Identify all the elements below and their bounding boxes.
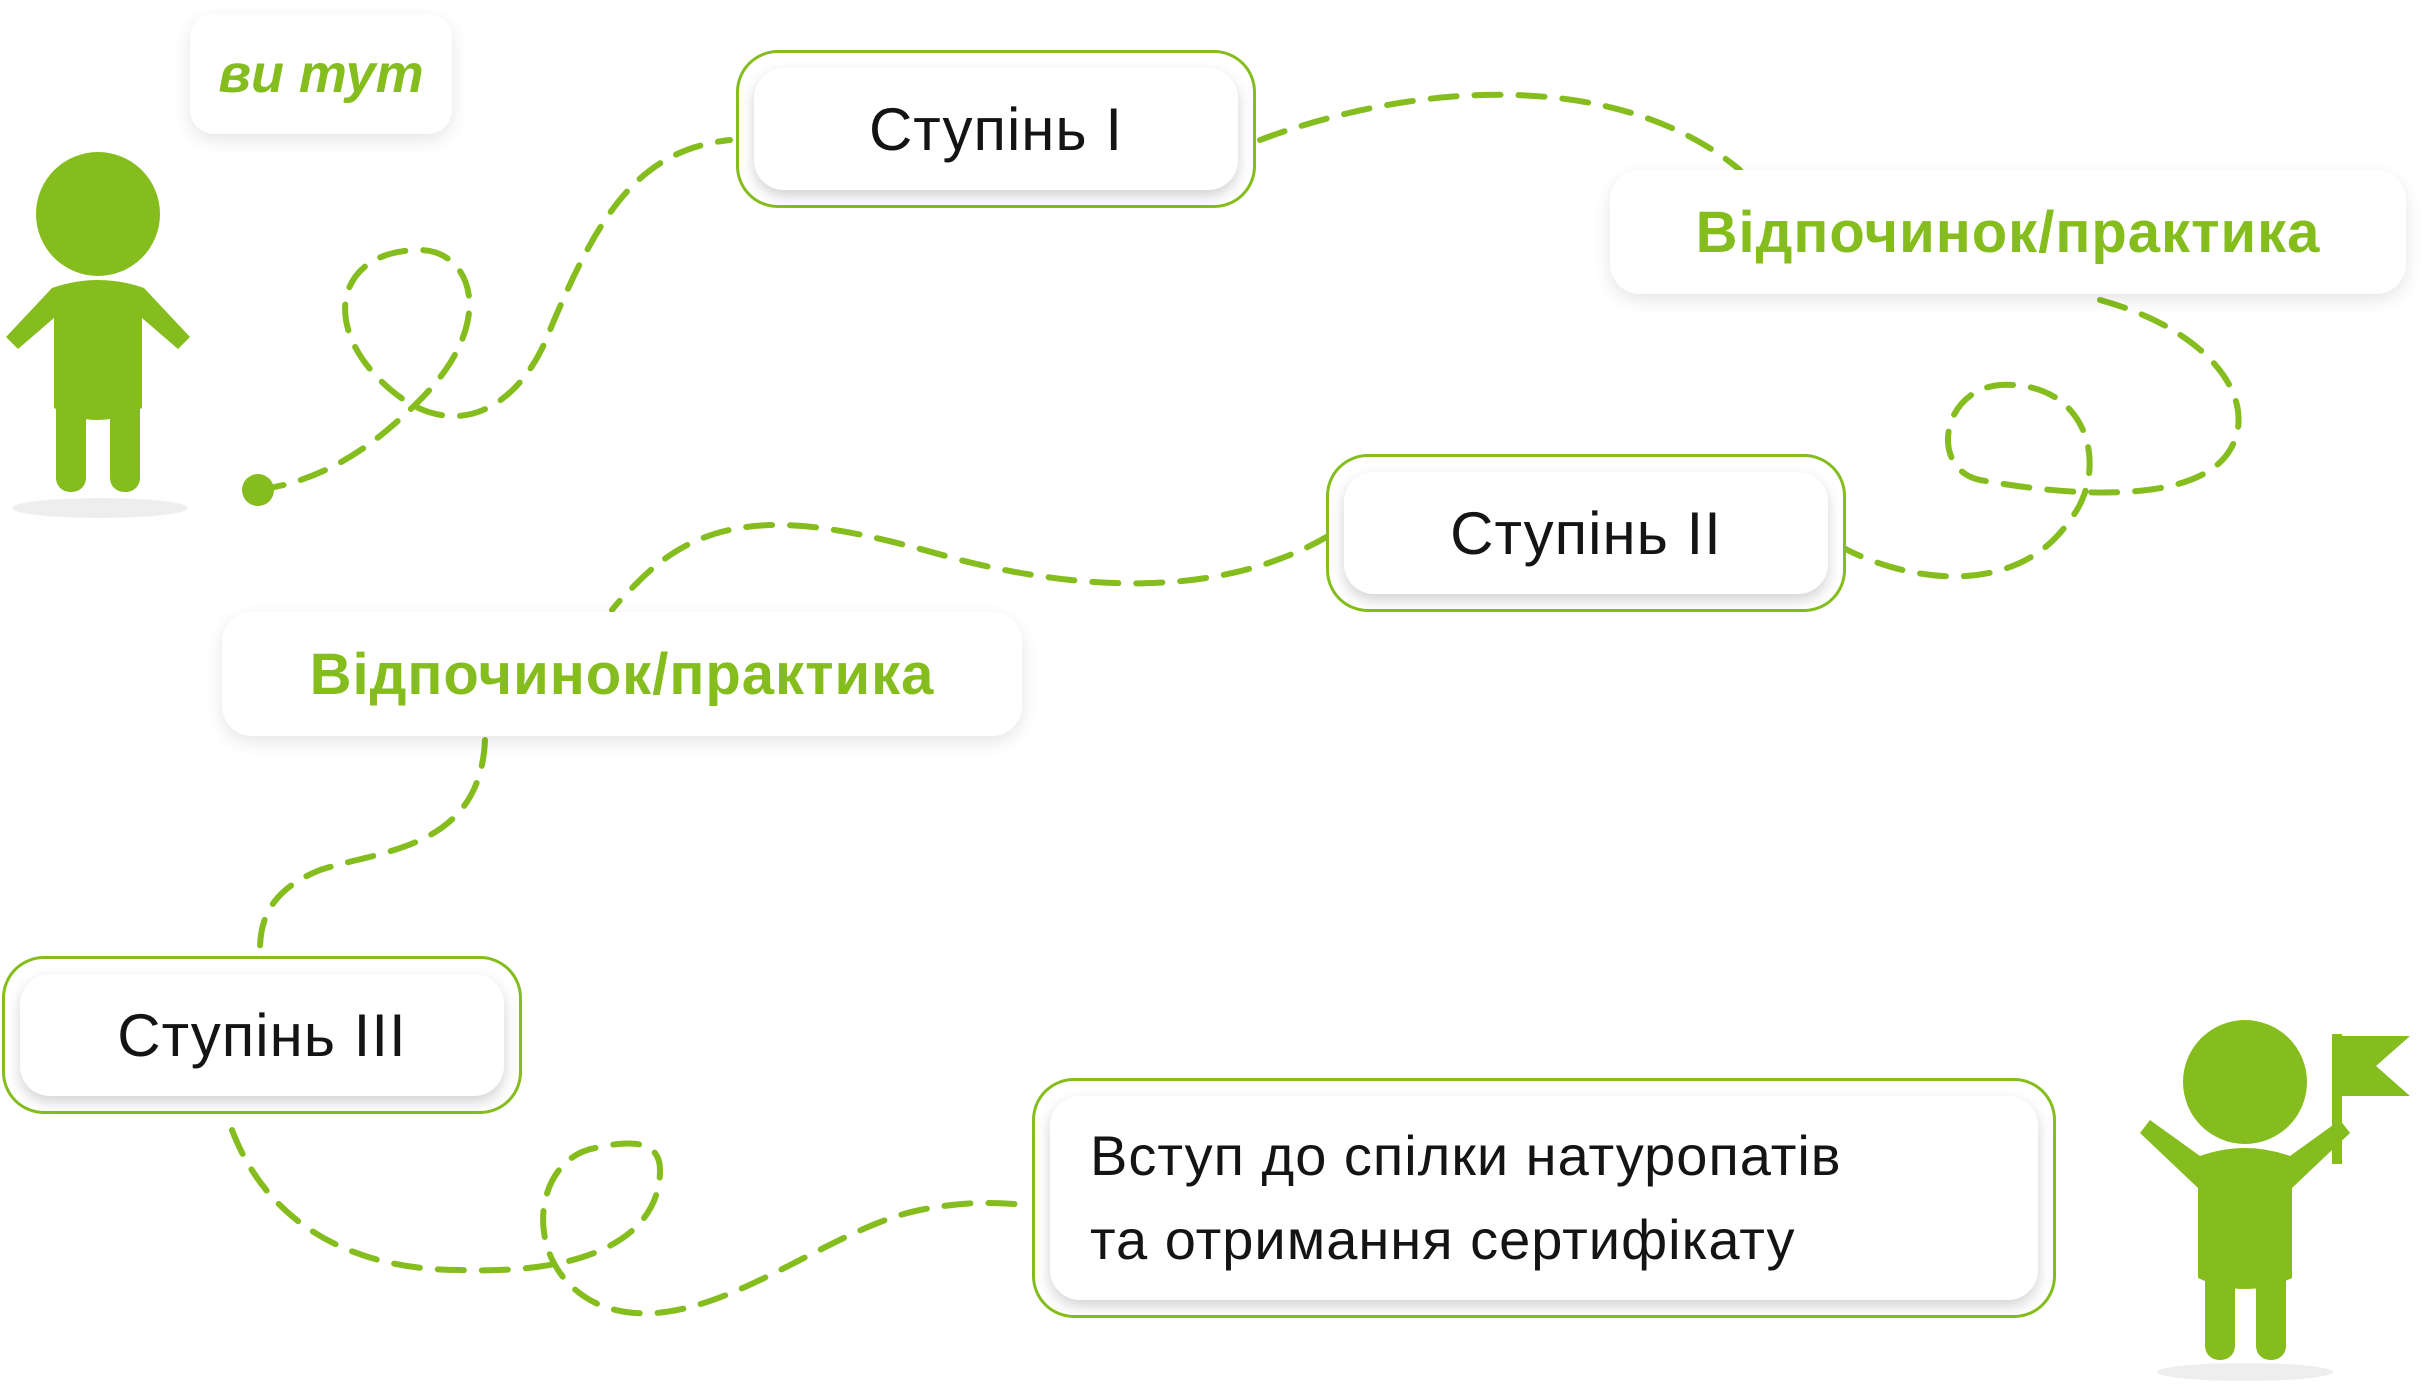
path-segment-start (255, 137, 733, 493)
step-2-inner: Ступінь ІІ (1344, 472, 1828, 594)
rest-practice-card-2: Відпочинок/практика (222, 612, 1022, 736)
path-segment-rest1-step2 (1830, 297, 2242, 580)
final-step-line-2: та отримання сертифікату (1090, 1208, 1796, 1271)
rest-practice-label-1: Відпочинок/практика (1695, 199, 2321, 265)
you-are-here-bubble: ви тут (190, 14, 452, 134)
final-step-card[interactable]: Вступ до спілки натуропатів та отримання… (1032, 1078, 2056, 1318)
path-segment-step1-rest1 (1257, 91, 1743, 173)
final-step-inner: Вступ до спілки натуропатів та отримання… (1050, 1096, 2038, 1300)
final-step-line-1: Вступ до спілки натуропатів (1090, 1124, 1842, 1187)
person-icon (6, 152, 190, 518)
step-3-inner: Ступінь ІІІ (20, 974, 504, 1096)
step-1-inner: Ступінь І (754, 68, 1238, 190)
final-step-text: Вступ до спілки натуропатів та отримання… (1090, 1114, 1842, 1282)
you-are-here-label: ви тут (218, 44, 424, 104)
step-1-card[interactable]: Ступінь І (736, 50, 1256, 208)
step-2-label: Ступінь ІІ (1450, 499, 1722, 567)
step-3-card[interactable]: Ступінь ІІІ (2, 956, 522, 1114)
step-3-label: Ступінь ІІІ (117, 1001, 407, 1069)
step-2-card[interactable]: Ступінь ІІ (1326, 454, 1846, 612)
start-dot-icon (242, 474, 274, 506)
rest-practice-card-1: Відпочинок/практика (1610, 170, 2406, 294)
person-with-flag-icon (2140, 1020, 2410, 1381)
rest-practice-label-2: Відпочинок/практика (309, 641, 935, 707)
path-segment-rest2-step3 (257, 737, 488, 953)
path-segment-step2-rest2 (609, 522, 1333, 613)
step-1-label: Ступінь І (868, 95, 1124, 163)
path-segment-step3-final (229, 1127, 1033, 1317)
speech-bubble-tail (172, 132, 200, 161)
